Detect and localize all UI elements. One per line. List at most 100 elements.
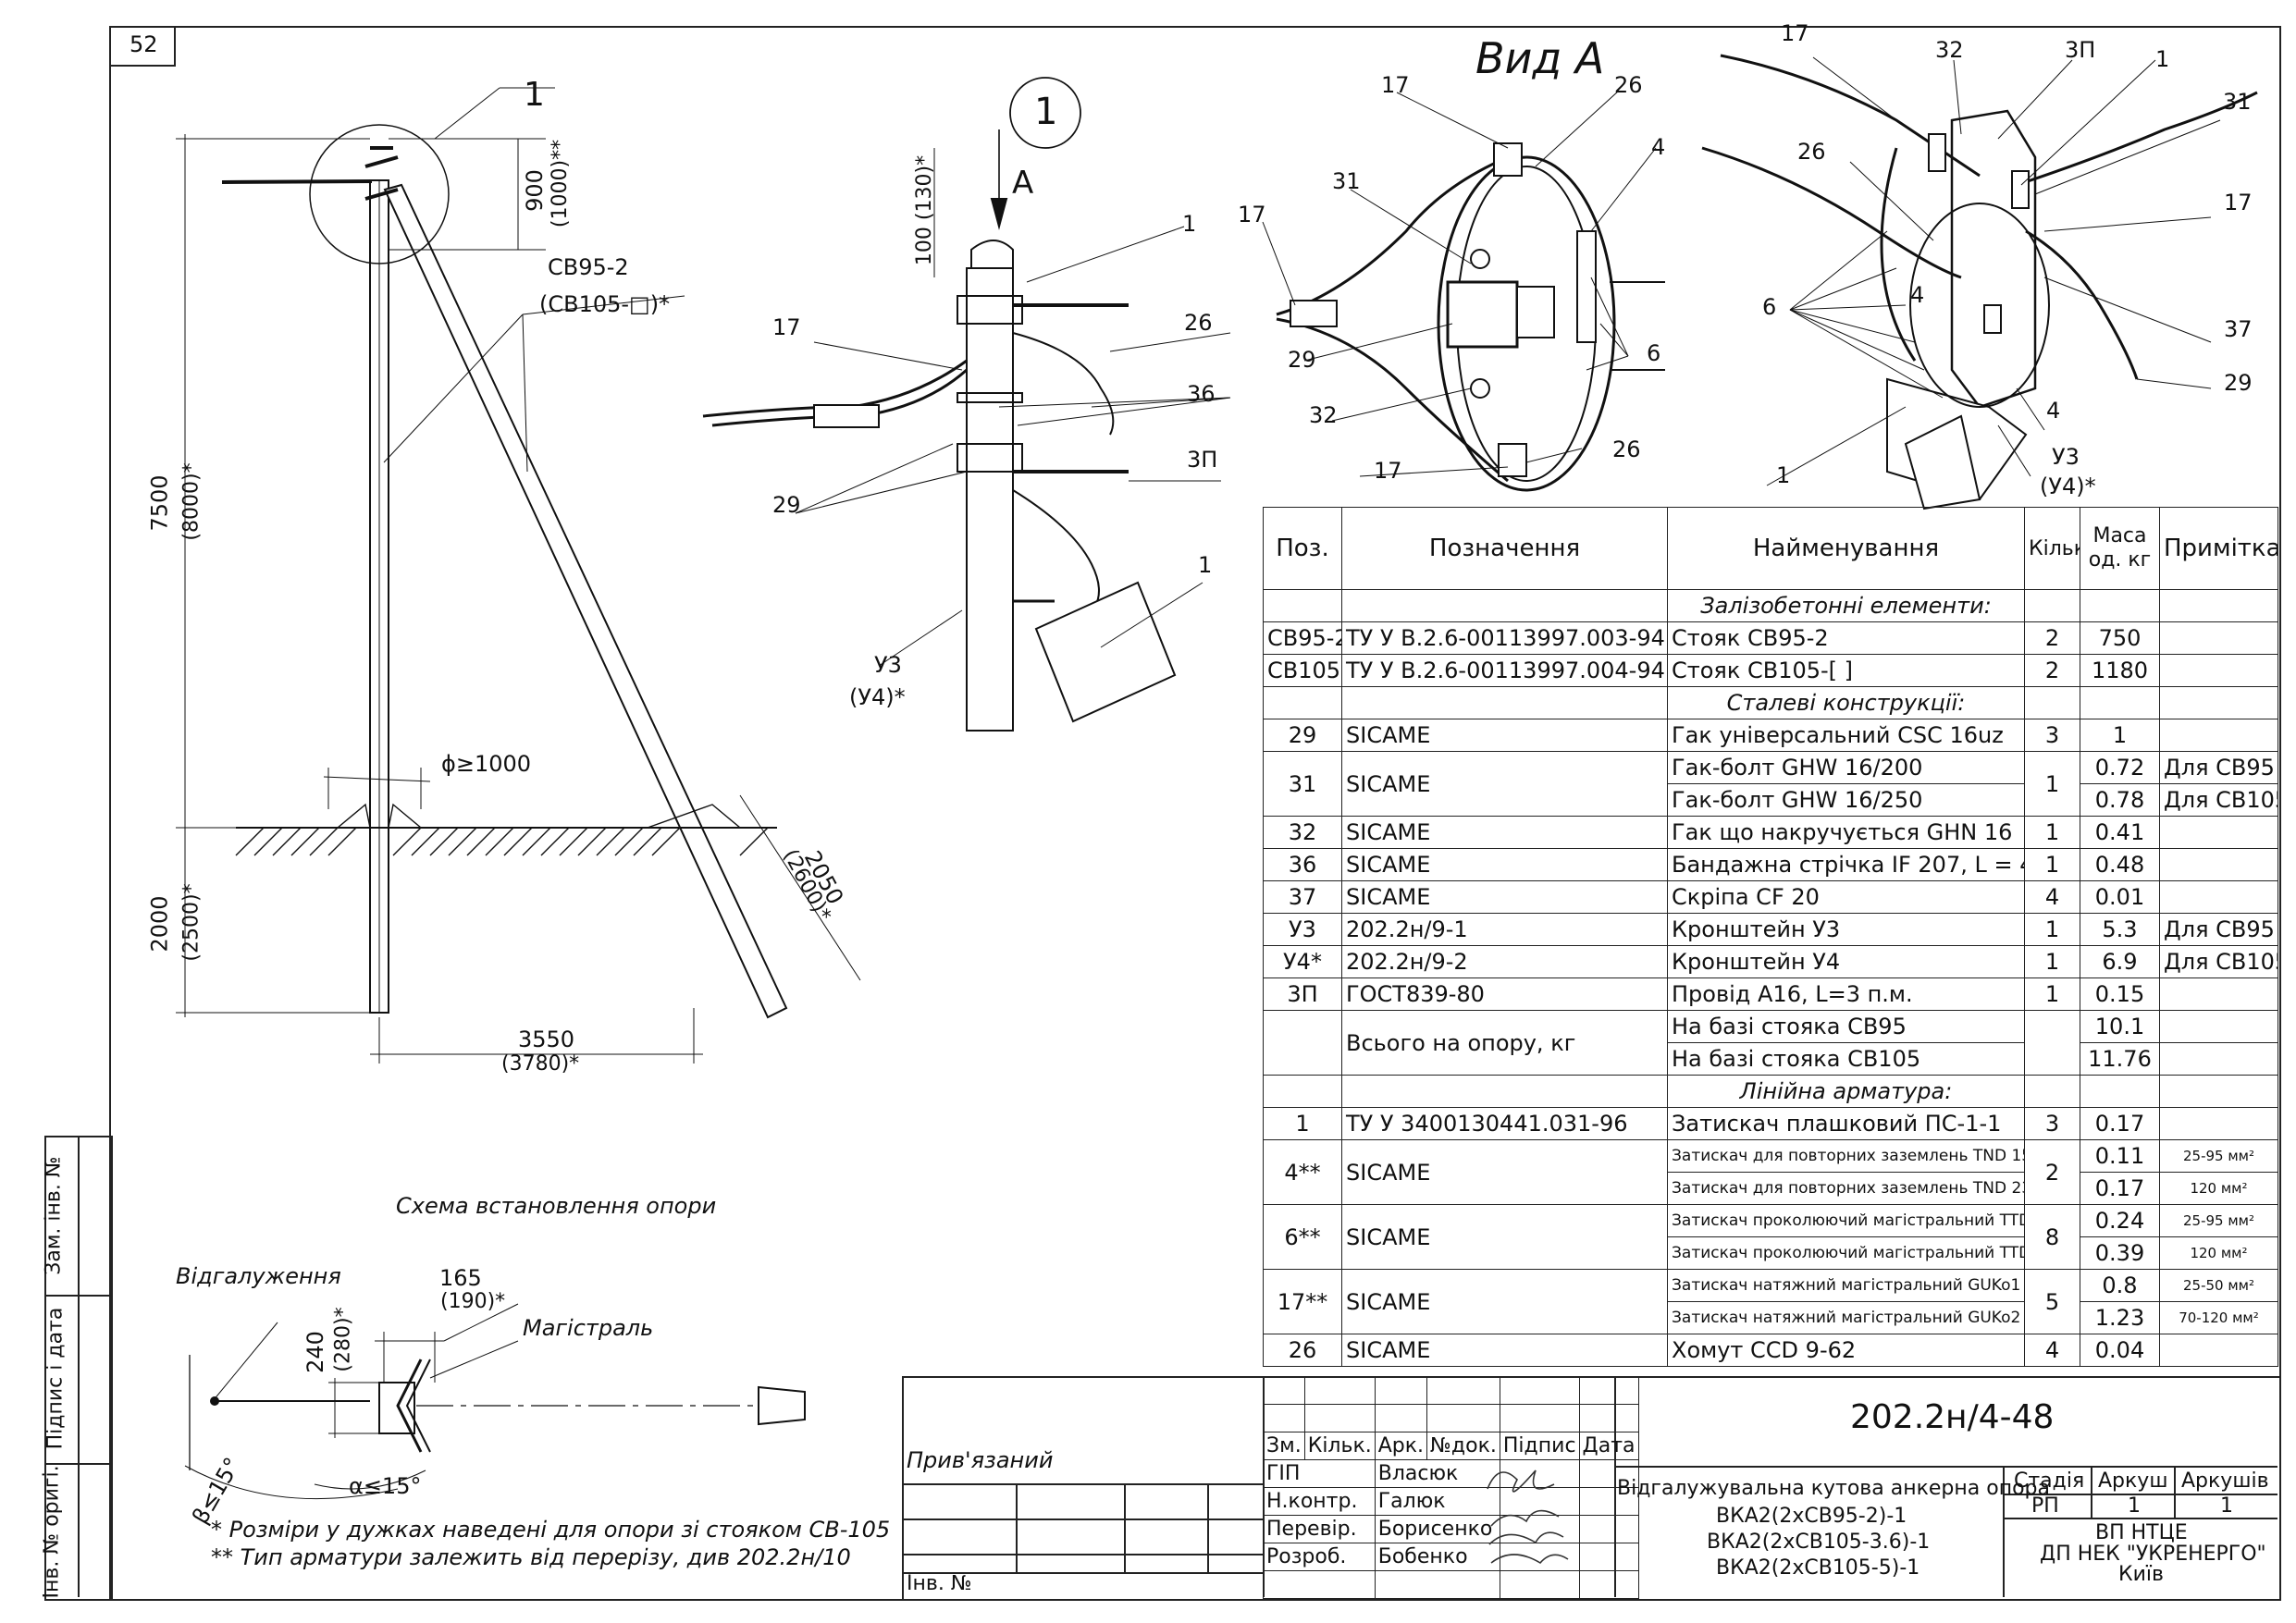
signature-gip	[1499, 1459, 1580, 1488]
cell-code: SICAME	[1341, 1204, 1668, 1270]
cell-name: Стояк СВ95-2	[1667, 621, 2025, 655]
cell-note: 120 мм²	[2159, 1172, 2278, 1205]
cell-mass: 5.3	[2080, 913, 2160, 946]
dim-diameter: ϕ≥1000	[441, 751, 532, 777]
table-row: Затискач для повторних заземлень TND 231…	[1264, 1172, 2278, 1205]
sheet-value: 1	[2128, 1494, 2141, 1518]
rev-header-date: Дата	[1578, 1432, 1639, 1460]
section-title: Залізобетонні елементи:	[1667, 589, 2025, 622]
iso-callout-29: 29	[2224, 370, 2253, 396]
signature-developed	[1499, 1543, 1580, 1571]
cell-mass: 0.17	[2080, 1172, 2160, 1205]
view-a-title: Вид А	[1475, 33, 1605, 83]
iso-callout-1-top: 1	[2155, 46, 2170, 72]
header-name: Найменування	[1667, 507, 2025, 590]
name-developed: Бобенко	[1374, 1543, 1500, 1571]
dim-165: 165	[439, 1265, 482, 1291]
cell-note	[2159, 1107, 2278, 1140]
callout-1-left: 1	[524, 76, 545, 114]
cell-qty: 2	[2024, 621, 2080, 655]
cell-mass: 11.76	[2080, 1042, 2160, 1076]
mid-callout-17: 17	[772, 314, 801, 340]
role-norm-control: Н.контр.	[1263, 1487, 1376, 1516]
description-line-1: Відгалужувальна кутова анкерна опора	[1617, 1477, 2050, 1500]
cell-note: 25-95 мм²	[2159, 1204, 2278, 1237]
cell-mass: 1	[2080, 719, 2160, 752]
cell-mass: 0.24	[2080, 1204, 2160, 1237]
cell-note	[2159, 816, 2278, 849]
cell-qty	[2024, 1010, 2080, 1076]
section-title: Лінійна арматура:	[1667, 1075, 2025, 1108]
cell-mass: 0.04	[2080, 1334, 2160, 1367]
iso-callout-3p: 3П	[2065, 37, 2096, 63]
cell-code: SICAME	[1341, 1139, 1668, 1205]
cell-name: Гак універсальний CSC 16uz	[1667, 719, 2025, 752]
pole-elevation	[176, 87, 861, 1064]
stage-header: Стадія	[2014, 1469, 2085, 1493]
va-callout-31: 31	[1332, 168, 1361, 194]
cell-note	[2159, 719, 2278, 752]
note-2: ** Тип арматури залежить від перерізу, д…	[211, 1544, 851, 1570]
cell-note: Для СВ95	[2159, 913, 2278, 946]
cell-note: 25-95 мм²	[2159, 1139, 2278, 1173]
cell-code: ТУ У В.2.6-00113997.003-94	[1341, 621, 1668, 655]
cell-code: SICAME	[1341, 1334, 1668, 1367]
cell-qty: 8	[2024, 1204, 2080, 1270]
cell-code: Всього на опору, кг	[1341, 1010, 1668, 1076]
description-line-3: ВКА2(2хСВ105-3.6)-1	[1707, 1531, 1931, 1554]
rev-header-doc: №док.	[1426, 1432, 1500, 1460]
cell-name: На базі стояка СВ105	[1667, 1042, 2025, 1076]
isometric-view	[1701, 54, 2258, 510]
cell-code: ГОСТ839-80	[1341, 977, 1668, 1011]
va-callout-17-top: 17	[1381, 72, 1410, 98]
va-callout-6: 6	[1647, 340, 1661, 366]
role-gip: ГІП	[1263, 1459, 1376, 1488]
dim-900-alt: (1000)**	[549, 139, 573, 228]
mid-callout-u3: У3	[874, 652, 902, 678]
cell-code: SICAME	[1341, 751, 1668, 817]
cell-qty: 1	[2024, 977, 2080, 1011]
pole-label: СВ95-2	[548, 254, 629, 280]
cell-pos: 4**	[1263, 1139, 1342, 1205]
cell-mass: 0.72	[2080, 751, 2160, 784]
cell-mass: 0.78	[2080, 783, 2160, 817]
cell-note	[2159, 1334, 2278, 1367]
dim-240-alt: (280)*	[331, 1307, 355, 1372]
cell-code: SICAME	[1341, 848, 1668, 881]
cell-name: Затискач проколюючий магістральний TTD 3…	[1667, 1204, 2025, 1237]
header-note: Примітка	[2159, 507, 2278, 590]
cell-qty: 1	[2024, 816, 2080, 849]
description-line-4: ВКА2(2хСВ105-5)-1	[1716, 1556, 1920, 1580]
cell-code: ТУ У 3400130441.031-96	[1341, 1107, 1668, 1140]
cell-mass: 0.15	[2080, 977, 2160, 1011]
installation-schema	[184, 1303, 806, 1500]
cell-pos: У3	[1263, 913, 1342, 946]
detail-arrow-label: A	[1012, 165, 1034, 202]
designation: 202.2н/4-48	[1850, 1398, 2055, 1436]
table-section-row: Лінійна арматура:	[1263, 1075, 2278, 1108]
org-line-3: Київ	[2118, 1563, 2164, 1586]
sheets-header: Аркушів	[2181, 1469, 2269, 1493]
cell-name: Стояк СВ105-[ ]	[1667, 654, 2025, 687]
cell-pos: 32	[1263, 816, 1342, 849]
cell-pos: 1	[1263, 1107, 1342, 1140]
specification-table: Поз. Позначення Найменування Кільк. Маса…	[1263, 507, 2278, 1367]
table-header-row: Поз. Позначення Найменування Кільк. Маса…	[1263, 507, 2278, 590]
cell-name: Провід А16, L=3 п.м.	[1667, 977, 2025, 1011]
iso-callout-31: 31	[2223, 89, 2252, 115]
cell-code: 202.2н/9-2	[1341, 945, 1668, 978]
cell-name: Кронштейн У4	[1667, 945, 2025, 978]
cell-name: Гак що накручується GHN 16	[1667, 816, 2025, 849]
header-qty: Кільк.	[2024, 507, 2080, 590]
cell-name: Бандажна стрічка IF 207, L = 4 п.м.	[1667, 848, 2025, 881]
cell-pos: 29	[1263, 719, 1342, 752]
cell-mass: 750	[2080, 621, 2160, 655]
